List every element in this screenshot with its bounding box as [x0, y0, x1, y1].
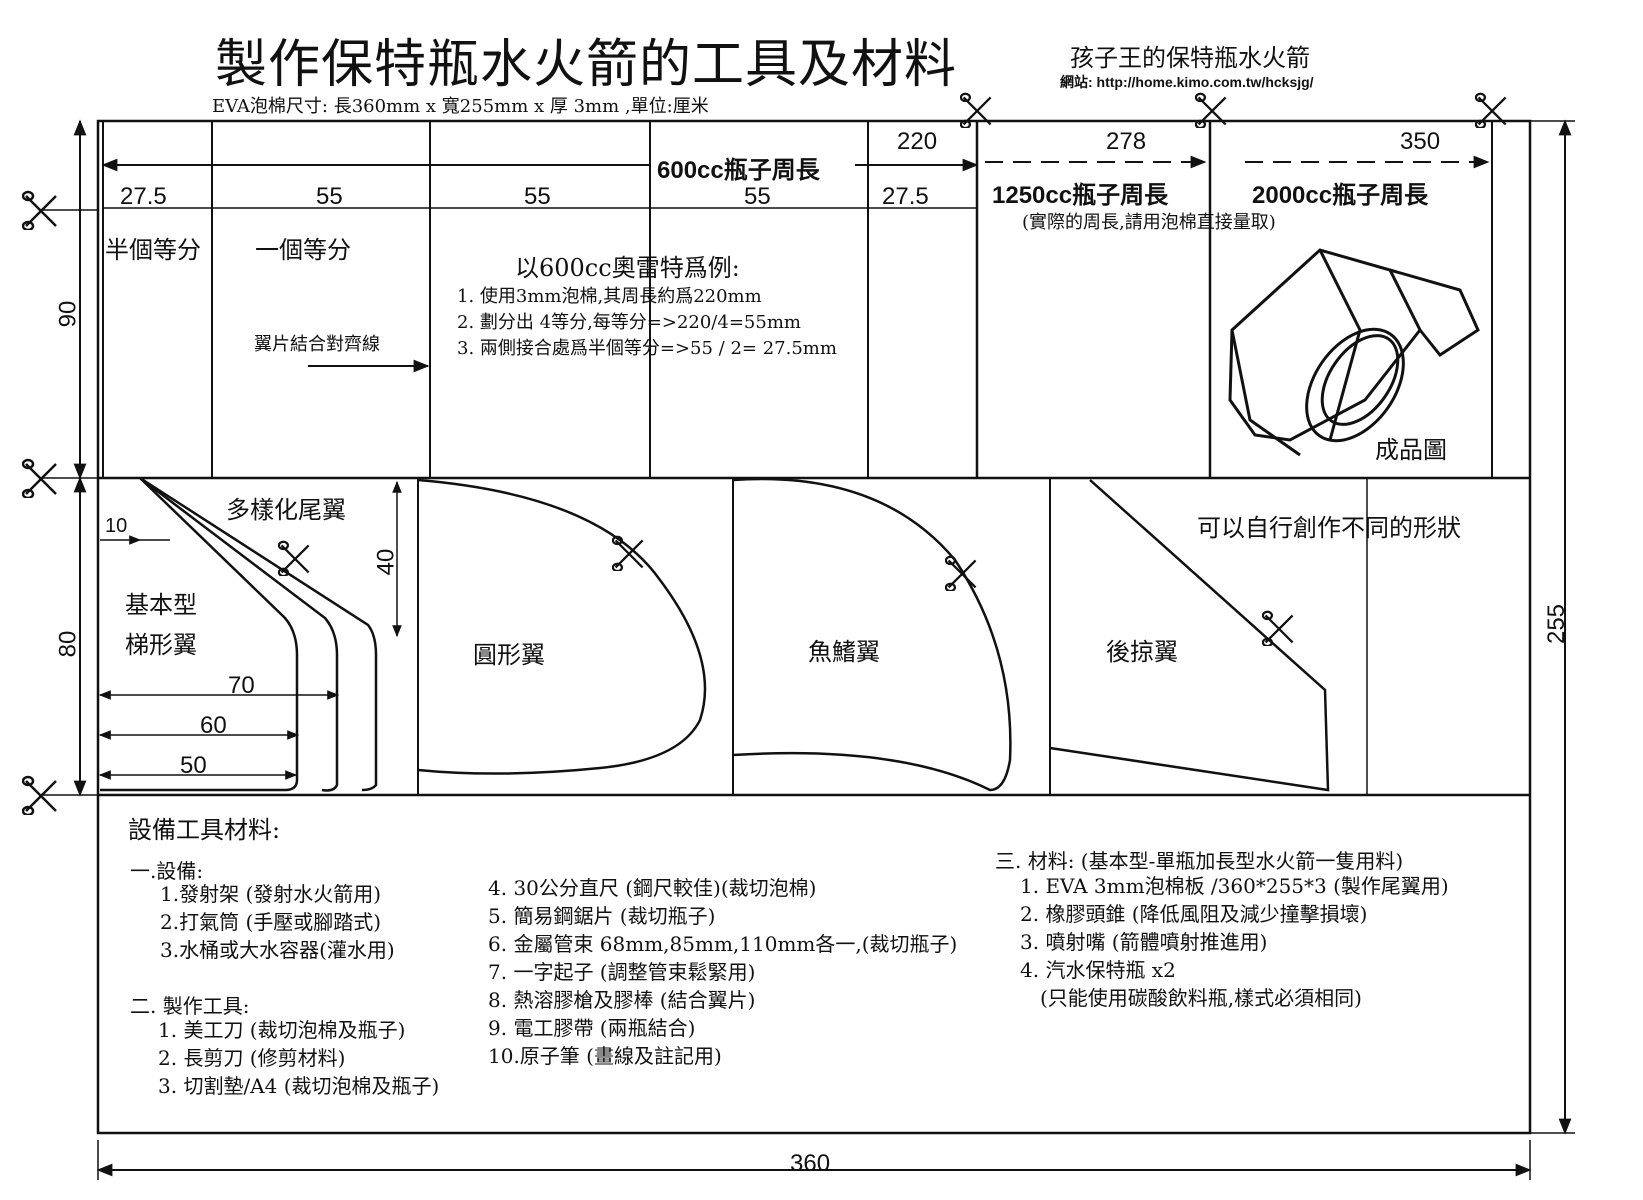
- list-item: 4. 30公分直尺 (鋼尺較佳)(裁切泡棉): [488, 876, 817, 900]
- one-part-label: 一個等分: [255, 236, 351, 264]
- dim-10: 10: [105, 515, 128, 537]
- swept-fin-label: 後掠翼: [1106, 638, 1178, 666]
- scissors-icon: [1475, 92, 1507, 128]
- tools-list-continued: 4. 30公分直尺 (鋼尺較佳)(裁切泡棉) 5. 簡易鋼鋸片 (裁切瓶子) 6…: [488, 874, 957, 1070]
- equipment-list: 1.發射架 (發射水火箭用) 2.打氣筒 (手壓或腳踏式) 3.水桶或大水容器(…: [160, 880, 395, 964]
- scissors-icon: [22, 190, 58, 230]
- dim-220: 220: [897, 128, 938, 155]
- tools-title: 二. 製作工具:: [130, 994, 250, 1018]
- list-item: 4. 汽水保特瓶 x2: [1020, 958, 1176, 982]
- list-item: 3.水桶或大水容器(灌水用): [160, 938, 395, 962]
- diverse-fins-label: 多樣化尾翼: [226, 496, 346, 524]
- materials-heading: 設備工具材料:: [128, 816, 281, 844]
- dim-55-a: 55: [316, 183, 343, 210]
- dim-27-5-left: 27.5: [120, 183, 167, 210]
- equipment-title: 一.設備:: [130, 859, 204, 883]
- half-part-label: 半個等分: [105, 236, 201, 264]
- example-line-1: 1. 使用3mm泡棉,其周長約爲220mm: [457, 286, 762, 307]
- list-item: 2.打氣筒 (手壓或腳踏式): [160, 910, 382, 934]
- scissors-icon: [278, 540, 310, 576]
- list-item: 10.原子筆 (畫線及註記用): [488, 1044, 722, 1068]
- list-item: 2. 橡膠頭錐 (降低風阻及減少撞擊損壞): [1020, 902, 1368, 926]
- list-item: 1. 美工刀 (裁切泡棉及瓶子): [158, 1018, 406, 1042]
- scissors-icon: [22, 458, 58, 498]
- dim-55-b: 55: [524, 183, 551, 210]
- round-fin-label: 圓形翼: [473, 641, 545, 669]
- dim-350: 350: [1400, 128, 1441, 155]
- list-item: 2. 長剪刀 (修剪材料): [158, 1046, 346, 1070]
- fish-fin-label: 魚鰭翼: [808, 638, 880, 666]
- materials-list: 1. EVA 3mm泡棉板 /360*255*3 (製作尾翼用) 2. 橡膠頭錐…: [1020, 872, 1449, 1012]
- dim-255: 255: [1543, 603, 1571, 645]
- scissors-icon: [22, 775, 58, 815]
- materials-title: 三. 材料: (基本型-單瓶加長型水火箭一隻用料): [995, 849, 1404, 873]
- dim-70: 70: [228, 672, 255, 699]
- list-item: 3. 切割墊/A4 (裁切泡棉及瓶子): [158, 1074, 440, 1098]
- website-link[interactable]: 網站: http://home.kimo.com.tw/hcksjg/: [1060, 74, 1314, 90]
- label-1250cc-perimeter: 1250cc瓶子周長: [992, 182, 1169, 209]
- example-title: 以600cc奧雷特爲例:: [515, 254, 740, 282]
- align-line-label: 翼片結合對齊線: [254, 334, 380, 355]
- dim-27-5-right: 27.5: [882, 183, 929, 210]
- list-item: 3. 噴射嘴 (箭體噴射推進用): [1020, 930, 1268, 954]
- list-item: 6. 金屬管束 68mm,85mm,110mm各一,(裁切瓶子): [488, 932, 958, 956]
- dim-80: 80: [54, 630, 82, 658]
- author-name: 孩子王的保特瓶水火箭: [1070, 44, 1310, 72]
- dim-50: 50: [180, 752, 207, 779]
- list-item: 8. 熱溶膠槍及膠棒 (結合翼片): [488, 988, 756, 1012]
- dim-55-c: 55: [744, 183, 771, 210]
- tools-list: 1. 美工刀 (裁切泡棉及瓶子) 2. 長剪刀 (修剪材料) 3. 切割墊/A4…: [158, 1016, 439, 1100]
- swept-fin-outline: [1049, 479, 1330, 792]
- finished-product-label: 成品圖: [1375, 436, 1447, 464]
- label-600cc-perimeter: 600cc瓶子周長: [657, 157, 820, 184]
- list-item: (只能使用碳酸飲料瓶,樣式必須相同): [1040, 986, 1362, 1010]
- list-item: 1. EVA 3mm泡棉板 /360*255*3 (製作尾翼用): [1020, 874, 1449, 898]
- dim-278: 278: [1106, 128, 1147, 155]
- create-own-label: 可以自行創作不同的形狀: [1197, 514, 1461, 542]
- foam-size-note: EVA泡棉尺寸: 長360mm x 寬255mm x 厚 3mm ,單位:厘米: [212, 96, 709, 117]
- list-item: 5. 簡易鋼鋸片 (裁切瓶子): [488, 904, 716, 928]
- measure-note: (實際的周長,請用泡棉直接量取): [1022, 212, 1276, 233]
- scissors-icon: [1262, 610, 1294, 646]
- finished-product-illustration: [1228, 248, 1480, 457]
- example-line-3: 3. 兩側接合處爲半個等分=>55 / 2= 27.5mm: [457, 338, 837, 359]
- trapezoid-fin-label: 梯形翼: [125, 631, 197, 659]
- list-item: 9. 電工膠帶 (兩瓶結合): [488, 1016, 696, 1040]
- trapezoid-fin-outlines: [100, 476, 378, 792]
- dim-90: 90: [54, 300, 82, 328]
- label-2000cc-perimeter: 2000cc瓶子周長: [1252, 182, 1429, 209]
- round-fin-outline: [417, 478, 707, 775]
- dim-40: 40: [372, 548, 400, 576]
- fish-fin-outline: [732, 477, 1012, 792]
- dim-360: 360: [790, 1150, 831, 1177]
- page-title: 製作保特瓶水火箭的工具及材料: [215, 35, 958, 95]
- dim-60: 60: [200, 712, 227, 739]
- sheet-outline: [96, 119, 1532, 1135]
- list-item: 1.發射架 (發射水火箭用): [160, 882, 382, 906]
- list-item: 7. 一字起子 (調整管束鬆緊用): [488, 960, 756, 984]
- example-line-2: 2. 劃分出 4等分,每等分=>220/4=55mm: [457, 312, 801, 333]
- basic-type-label: 基本型: [125, 591, 197, 619]
